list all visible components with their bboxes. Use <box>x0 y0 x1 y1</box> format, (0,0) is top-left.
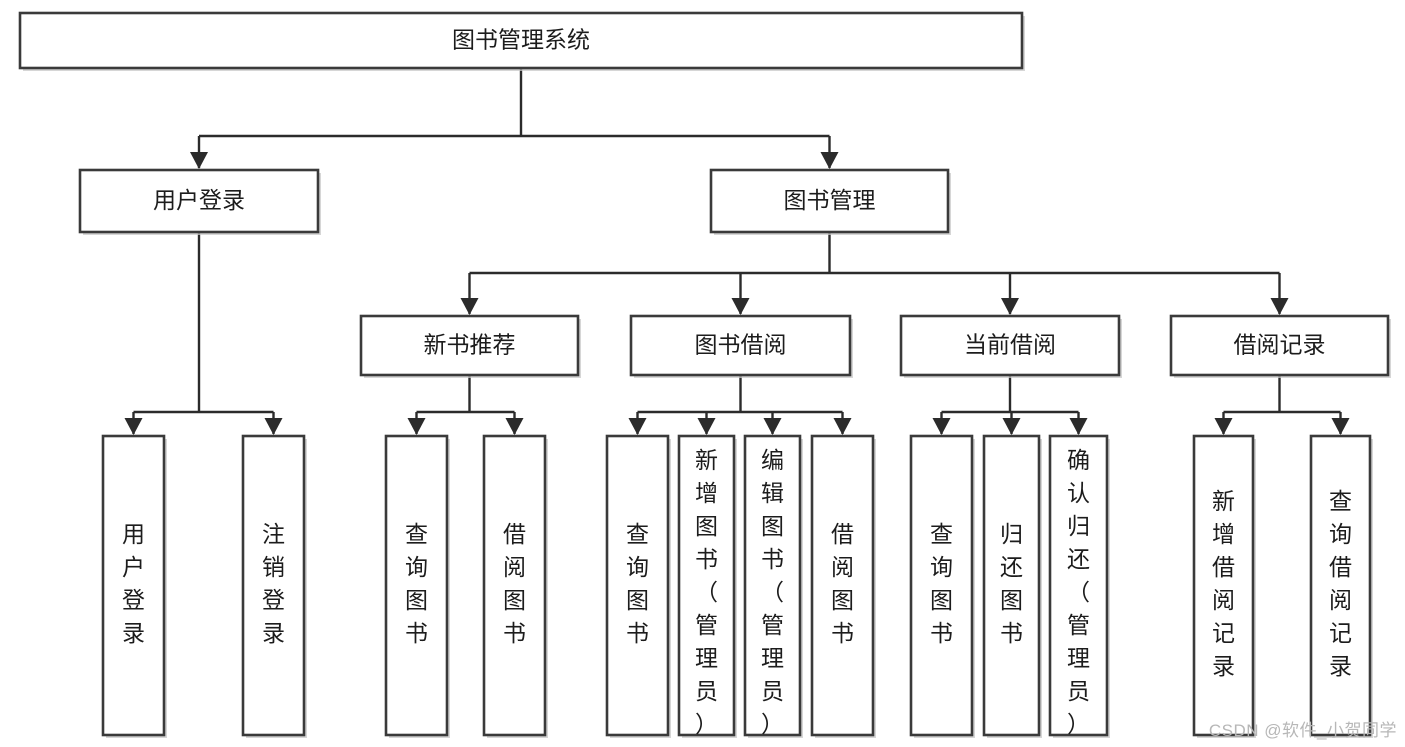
node-box-leaf-add-record[interactable] <box>1192 434 1255 737</box>
arrow-head-icon-leaf-edit-book <box>763 418 782 435</box>
arrow-head-icon-leaf-return-book <box>1002 418 1021 435</box>
arrow-head-icon-leaf-confirm-return <box>1069 418 1088 435</box>
arrow-head-icon-leaf-user-login <box>124 418 143 435</box>
node-leaf-add-record[interactable]: 新增借阅记录 <box>1192 434 1255 737</box>
arrow-head-icon-leaf-borrow-book-1 <box>505 418 524 435</box>
node-box-book-manage[interactable] <box>709 168 950 234</box>
node-label-leaf-borrow-book-2: 借阅图书 <box>831 521 854 646</box>
node-label-root: 图书管理系统 <box>452 27 590 53</box>
node-box-leaf-add-book[interactable] <box>677 434 736 737</box>
node-leaf-query-book-2[interactable]: 查询图书 <box>605 434 670 737</box>
node-label-leaf-user-login: 用户登录 <box>122 521 145 646</box>
node-leaf-add-book[interactable]: 新增图书（管理员） <box>677 434 736 737</box>
arrow-head-icon-leaf-query-record <box>1331 418 1350 435</box>
node-box-leaf-query-record[interactable] <box>1309 434 1372 737</box>
node-label-leaf-query-book-3: 查询图书 <box>930 521 953 646</box>
node-box-leaf-borrow-book-2[interactable] <box>810 434 875 737</box>
node-box-leaf-user-login[interactable] <box>101 434 166 737</box>
node-box-leaf-query-book-3[interactable] <box>909 434 974 737</box>
node-label-user-login: 用户登录 <box>153 187 245 213</box>
node-label-leaf-user-logout: 注销登录 <box>262 521 285 646</box>
node-label-book-manage: 图书管理 <box>784 187 876 213</box>
arrow-head-icon-leaf-add-record <box>1214 418 1233 435</box>
node-leaf-query-record[interactable]: 查询借阅记录 <box>1309 434 1372 737</box>
node-leaf-return-book[interactable]: 归还图书 <box>982 434 1041 737</box>
node-box-borrow-record[interactable] <box>1169 314 1390 377</box>
node-leaf-query-book-1[interactable]: 查询图书 <box>384 434 449 737</box>
arrow-head-icon-leaf-user-logout <box>264 418 283 435</box>
node-label-book-borrow: 图书借阅 <box>695 332 787 358</box>
node-label-current-borrow: 当前借阅 <box>964 332 1056 358</box>
arrow-head-icon-current-borrow <box>1001 298 1019 315</box>
node-leaf-user-login[interactable]: 用户登录 <box>101 434 166 737</box>
node-label-leaf-query-book-2: 查询图书 <box>626 521 649 646</box>
node-leaf-borrow-book-2[interactable]: 借阅图书 <box>810 434 875 737</box>
node-box-leaf-query-book-2[interactable] <box>605 434 670 737</box>
node-box-leaf-user-logout[interactable] <box>241 434 306 737</box>
node-leaf-borrow-book-1[interactable]: 借阅图书 <box>482 434 547 737</box>
arrow-head-icon-new-book-recommend <box>460 298 479 315</box>
node-box-leaf-confirm-return[interactable] <box>1048 434 1109 737</box>
arrow-head-icon-book-manage <box>820 152 839 169</box>
node-label-borrow-record: 借阅记录 <box>1234 332 1326 358</box>
node-book-borrow[interactable]: 图书借阅 <box>629 314 852 377</box>
node-box-root[interactable] <box>18 11 1024 70</box>
node-label-leaf-add-record: 新增借阅记录 <box>1212 488 1235 679</box>
node-new-book-recommend[interactable]: 新书推荐 <box>359 314 580 377</box>
arrow-head-icon-leaf-add-book <box>697 418 716 435</box>
arrow-head-icon-borrow-record <box>1270 298 1289 315</box>
node-label-leaf-add-book: 新增图书（管理员） <box>695 447 718 737</box>
node-label-leaf-borrow-book-1: 借阅图书 <box>503 521 526 646</box>
node-label-leaf-edit-book: 编辑图书（管理员） <box>761 447 784 737</box>
arrow-head-icon-user-login <box>190 152 208 169</box>
node-box-leaf-return-book[interactable] <box>982 434 1041 737</box>
arrow-head-icon-leaf-query-book-1 <box>407 418 426 435</box>
node-root[interactable]: 图书管理系统 <box>18 11 1024 70</box>
node-box-current-borrow[interactable] <box>899 314 1121 377</box>
node-label-leaf-return-book: 归还图书 <box>1000 521 1023 646</box>
node-box-user-login[interactable] <box>78 168 320 234</box>
node-label-leaf-confirm-return: 确认归还（管理员） <box>1067 447 1090 737</box>
node-box-leaf-edit-book[interactable] <box>743 434 802 737</box>
csdn-watermark: CSDN @软件_小贺同学 <box>1208 721 1397 740</box>
node-current-borrow[interactable]: 当前借阅 <box>899 314 1121 377</box>
node-leaf-query-book-3[interactable]: 查询图书 <box>909 434 974 737</box>
node-box-leaf-query-book-1[interactable] <box>384 434 449 737</box>
node-label-new-book-recommend: 新书推荐 <box>424 332 516 358</box>
node-box-book-borrow[interactable] <box>629 314 852 377</box>
node-leaf-user-logout[interactable]: 注销登录 <box>241 434 306 737</box>
node-label-leaf-query-book-1: 查询图书 <box>405 521 428 646</box>
node-user-login[interactable]: 用户登录 <box>78 168 320 234</box>
node-box-new-book-recommend[interactable] <box>359 314 580 377</box>
node-leaf-confirm-return[interactable]: 确认归还（管理员） <box>1048 434 1109 737</box>
node-borrow-record[interactable]: 借阅记录 <box>1169 314 1390 377</box>
node-leaf-edit-book[interactable]: 编辑图书（管理员） <box>743 434 802 737</box>
arrow-head-icon-book-borrow <box>731 298 750 315</box>
arrow-head-icon-leaf-borrow-book-2 <box>833 418 852 435</box>
arrow-head-icon-leaf-query-book-2 <box>628 418 647 435</box>
arrow-head-icon-leaf-query-book-3 <box>932 418 951 435</box>
node-book-manage[interactable]: 图书管理 <box>709 168 950 234</box>
node-box-leaf-borrow-book-1[interactable] <box>482 434 547 737</box>
node-label-leaf-query-record: 查询借阅记录 <box>1329 488 1352 679</box>
